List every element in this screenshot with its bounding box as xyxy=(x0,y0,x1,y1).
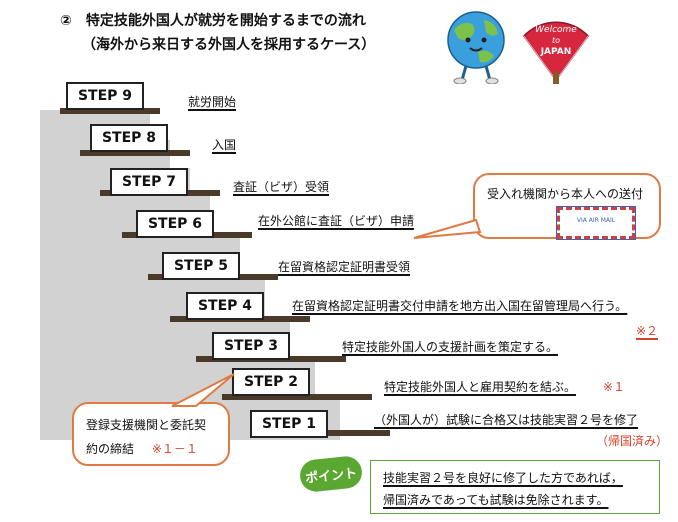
callout-support-pointer xyxy=(171,373,235,407)
point-box: 技能実習２号を良好に修了した方であれば， 帰国済みであっても試験は免除されます。 xyxy=(370,460,660,514)
point-line2: 帰国済みであっても試験は免除されます。 xyxy=(383,493,609,507)
callout-send-text: 受入れ機関から本人への送付 xyxy=(487,187,644,201)
step-2-note: ※１ xyxy=(603,380,626,394)
step-6-desc: 在外公館に査証（ビザ）申請 xyxy=(258,214,415,228)
callout-support: 登録支援機関と委託契 約の締結 ※１－１ xyxy=(72,402,230,466)
globe-character-icon xyxy=(447,11,505,84)
step-2-box: STEP 2 xyxy=(232,368,310,396)
step-4-note: ※２ xyxy=(636,324,659,338)
envelope-icon: VIA AIR MAIL xyxy=(556,206,636,240)
fan-text-to: to xyxy=(552,36,560,45)
step-1-note: （帰国済み） xyxy=(596,434,669,448)
page-title: ② 特定技能外国人が就労を開始するまでの流れ xyxy=(60,13,366,29)
step-4-box: STEP 4 xyxy=(186,292,264,320)
welcome-fan-icon: Welcome to JAPAN xyxy=(523,21,589,84)
step-3-box: STEP 3 xyxy=(212,332,290,360)
step-3-desc: 特定技能外国人の支援計画を策定する。 xyxy=(342,340,559,354)
step-4-desc: 在留資格認定証明書交付申請を地方出入国在留管理局へ行う。 xyxy=(292,299,628,313)
fan-text-welcome: Welcome xyxy=(535,25,577,35)
envelope-text: VIA AIR MAIL xyxy=(576,217,616,224)
step-9-desc: 就労開始 xyxy=(188,95,237,109)
step-5-desc: 在留資格認定証明書受領 xyxy=(278,260,411,274)
step-8-box: STEP 8 xyxy=(90,124,168,152)
callout-send: 受入れ機関から本人への送付 VIA AIR MAIL xyxy=(473,173,661,240)
point-line1: 技能実習２号を良好に修了した方であれば， xyxy=(383,471,623,485)
step-1-box: STEP 1 xyxy=(250,410,328,438)
page-subtitle: （海外から来日する外国人を採用するケース） xyxy=(82,37,376,53)
callout-support-line2: 約の締結 xyxy=(86,442,135,456)
callout-support-line1: 登録支援機関と委託契 xyxy=(86,418,207,432)
step-9-box: STEP 9 xyxy=(66,82,144,110)
callout-support-note: ※１－１ xyxy=(151,442,198,456)
step-1-desc: （外国人が）試験に合格又は技能実習２号を修了 xyxy=(374,413,639,427)
step-7-box: STEP 7 xyxy=(110,168,188,196)
step-7-desc: 査証（ビザ）受領 xyxy=(233,180,330,194)
step-8-desc: 入国 xyxy=(212,138,237,152)
fan-text-japan: JAPAN xyxy=(540,47,572,57)
callout-send-pointer xyxy=(413,218,482,239)
step-5-box: STEP 5 xyxy=(162,252,240,280)
step-2-desc: 特定技能外国人と雇用契約を結ぶ。 xyxy=(384,380,577,394)
step-6-box: STEP 6 xyxy=(136,210,214,238)
